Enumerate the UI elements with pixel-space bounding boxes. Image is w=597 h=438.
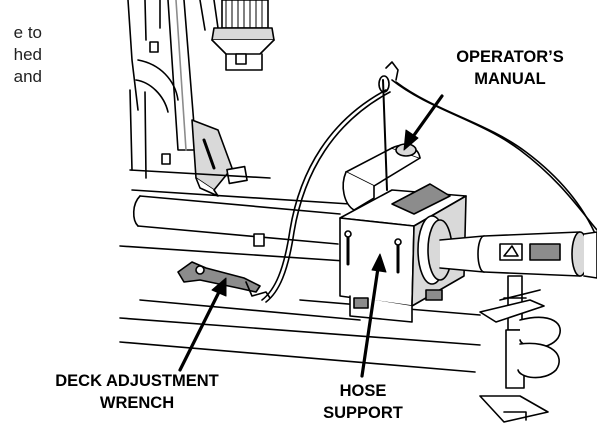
- operators-manual-label-line-2: MANUAL: [474, 70, 546, 88]
- side-text-line-2: hed: [13, 45, 42, 64]
- hose-support-label: HOSE SUPPORT: [308, 380, 418, 424]
- frame-beams: [119, 41, 481, 373]
- deck-adjustment-wrench-label: DECK ADJUSTMENT WRENCH: [12, 370, 262, 414]
- deck-adjustment-wrench-label-line-1: DECK ADJUSTMENT: [55, 372, 219, 390]
- deck-adjustment-wrench-label-line-2: WRENCH: [99, 394, 175, 412]
- angled-bracket: [191, 119, 248, 197]
- operators-manual-label: OPERATOR’S MANUAL: [425, 46, 595, 90]
- operators-manual-label-line-1: OPERATOR’S: [456, 48, 564, 66]
- pto-driveline: [417, 215, 597, 285]
- cropped-side-text: e to hed and: [0, 22, 42, 88]
- hose-support-label-line-1: HOSE: [339, 382, 387, 400]
- hose-support-label-line-2: SUPPORT: [323, 404, 403, 422]
- hose: [261, 61, 597, 303]
- side-text-line-1: e to: [13, 23, 42, 42]
- jack-stand: [479, 275, 561, 423]
- side-text-line-3: and: [13, 67, 42, 86]
- top-motor-unit: [211, 0, 275, 71]
- callout-arrows: [178, 94, 444, 378]
- upper-frame: [127, 0, 219, 179]
